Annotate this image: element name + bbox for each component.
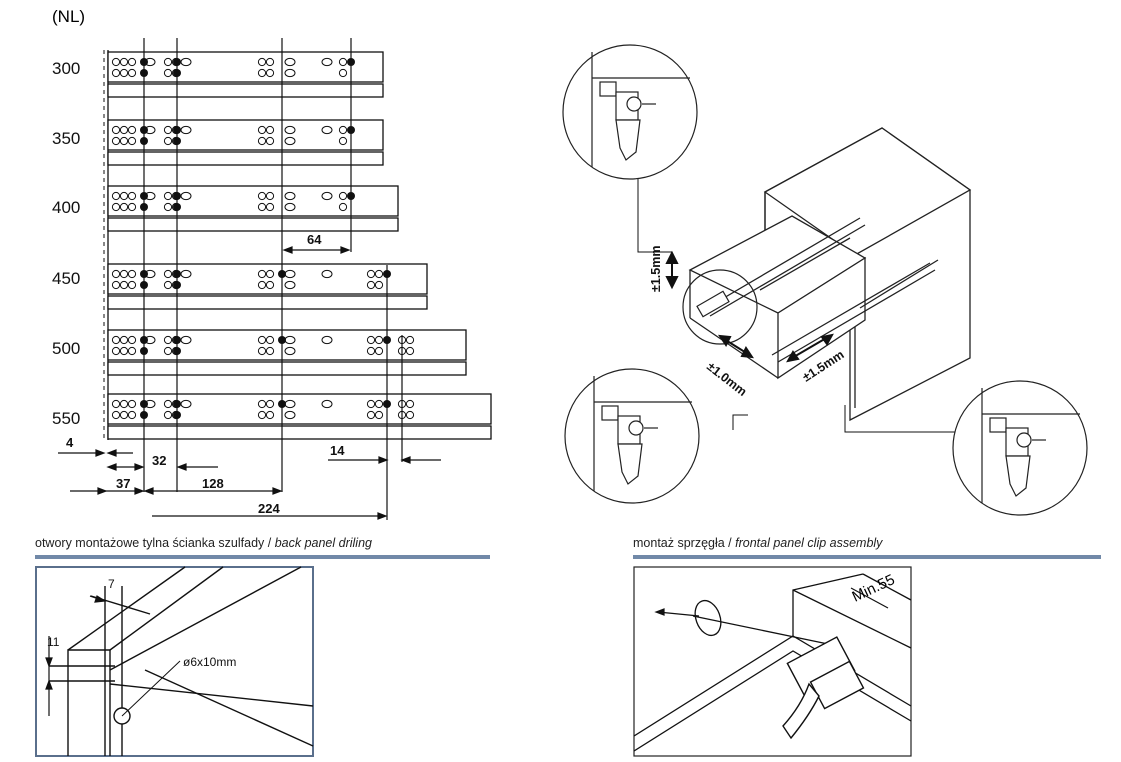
frontal-clip-rule xyxy=(633,555,1101,559)
clip-mechanism xyxy=(593,376,692,491)
frontal-clip-detail: Min.55 xyxy=(633,566,912,757)
rail-length-450: 450 xyxy=(52,269,80,288)
clip-mechanism xyxy=(591,52,690,167)
dim-32: 32 xyxy=(152,453,166,468)
dim-224: 224 xyxy=(258,501,280,516)
back-panel-caption: otwory montażowe tylna ścianka szulfady … xyxy=(35,536,372,550)
frontal-clip-caption: montaż sprzęgła / frontal panel clip ass… xyxy=(633,536,882,550)
rail-profile xyxy=(107,263,428,295)
rail-length-400: 400 xyxy=(52,198,80,217)
drilling-diagram: (NL) 300 350 400 450 500 550 xyxy=(52,7,492,520)
back-panel-detail: 7 11 ø6x10mm xyxy=(35,566,314,757)
back-panel-rule xyxy=(35,555,490,559)
dim-128: 128 xyxy=(202,476,224,491)
frontal-clip-caption-pl: montaż sprzęgła / xyxy=(633,536,736,550)
rail-length-300: 300 xyxy=(52,59,80,78)
drawer-assembly-diagram: ±1.5mm ±1.0mm ±1.5mm xyxy=(562,44,1088,516)
dim-64: 64 xyxy=(307,232,322,247)
rail-profile xyxy=(107,393,492,425)
clip-mechanism xyxy=(981,388,1080,503)
tolerance-lateral: ±1.0mm xyxy=(704,359,749,399)
rail-profile xyxy=(107,185,399,217)
dim-37: 37 xyxy=(116,476,130,491)
rail-length-350: 350 xyxy=(52,129,80,148)
rail-profile xyxy=(107,119,384,151)
frontal-clip-caption-en: frontal panel clip assembly xyxy=(735,536,883,550)
detail-hole-label: ø6x10mm xyxy=(183,655,236,669)
rail-profile xyxy=(107,329,467,361)
rail-length-550: 550 xyxy=(52,409,80,428)
dim-4: 4 xyxy=(66,435,74,450)
unit-label: (NL) xyxy=(52,7,85,26)
detail-height-dim: 11 xyxy=(47,635,60,649)
rail-length-500: 500 xyxy=(52,339,80,358)
tolerance-vertical: ±1.5mm xyxy=(649,246,663,292)
rail-profile xyxy=(107,51,384,83)
back-panel-caption-en: back panel driling xyxy=(274,536,372,550)
dim-14: 14 xyxy=(330,443,345,458)
detail-edge-dim: 7 xyxy=(108,577,115,591)
back-panel-caption-pl: otwory montażowe tylna ścianka szulfady … xyxy=(35,536,275,550)
